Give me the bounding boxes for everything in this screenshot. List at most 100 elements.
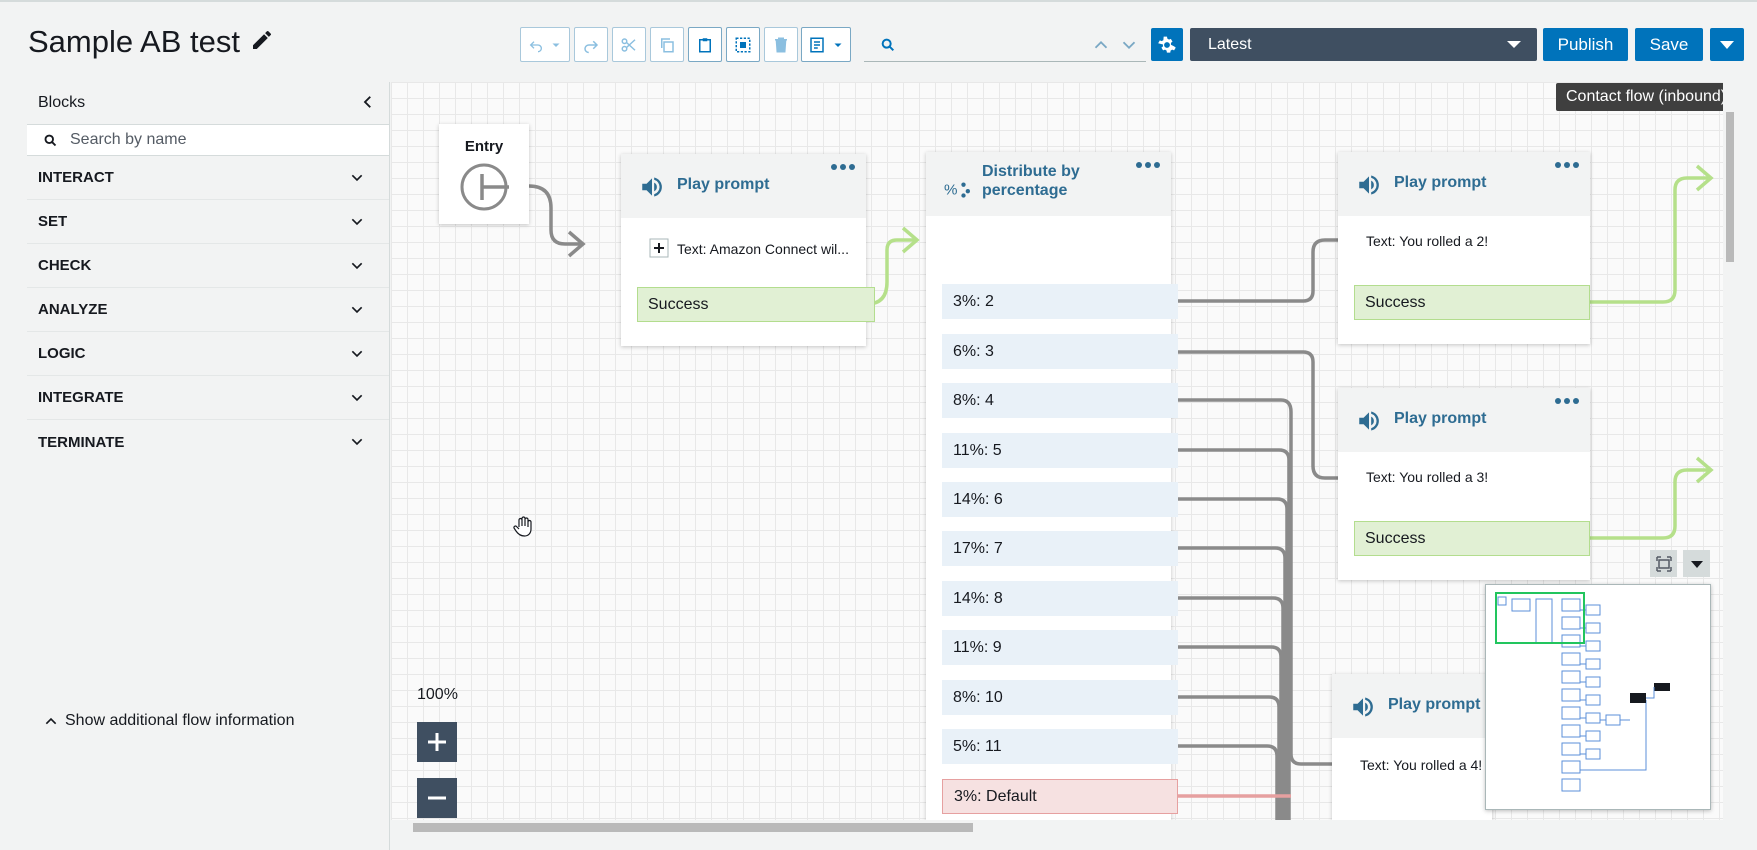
block-header: % Distribute by percentage [926, 152, 1171, 216]
zoom-out-button[interactable] [417, 778, 457, 818]
entry-block[interactable]: Entry [439, 124, 529, 224]
percentage-branch[interactable]: 11%: 5 [942, 433, 1178, 468]
save-button[interactable]: Save [1635, 28, 1703, 61]
horizontal-scrollbar[interactable] [391, 820, 1723, 834]
copy-button[interactable] [650, 27, 684, 62]
percentage-branch[interactable]: 8%: 10 [942, 680, 1178, 715]
sidebar-header: Blocks [27, 82, 389, 124]
publish-button[interactable]: Publish [1543, 28, 1628, 61]
caret-down-icon [1690, 560, 1703, 568]
scroll-thumb[interactable] [1726, 112, 1734, 262]
arrow-head [1695, 456, 1714, 484]
more-options-icon[interactable] [830, 160, 856, 174]
category-analyze[interactable]: ANALYZE [27, 288, 389, 332]
minimap[interactable] [1485, 584, 1711, 810]
percentage-branch[interactable]: 6%: 3 [942, 334, 1178, 369]
success-branch[interactable]: Success [1354, 521, 1590, 556]
delete-button[interactable] [764, 27, 798, 62]
category-logic[interactable]: LOGIC [27, 332, 389, 376]
cut-button[interactable] [612, 27, 646, 62]
default-branch[interactable]: 3%: Default [942, 779, 1178, 814]
chevron-down-icon[interactable] [832, 36, 844, 54]
block-title: Play prompt [1394, 410, 1487, 427]
chevron-up-icon[interactable] [1090, 34, 1112, 56]
vertical-scrollbar[interactable] [1723, 82, 1737, 820]
success-branch[interactable]: Success [1354, 285, 1590, 320]
percentage-branch[interactable]: 14%: 6 [942, 482, 1178, 517]
search-icon [44, 134, 57, 146]
play-prompt-block-1[interactable]: Play prompt Text: Amazon Connect wil... … [621, 154, 875, 346]
category-interact[interactable]: INTERACT [27, 156, 389, 200]
chevron-down-icon[interactable] [1118, 34, 1140, 56]
arrow-head [901, 226, 920, 254]
chevron-up-icon [45, 717, 57, 725]
category-label: INTEGRATE [38, 389, 124, 406]
play-prompt-block-3[interactable]: Play prompt Text: You rolled a 3! Succes… [1338, 388, 1590, 580]
minimap-preview [1495, 592, 1670, 792]
zoom-in-button[interactable] [417, 722, 457, 762]
wire-row-10 [1173, 695, 1281, 820]
flow-title: Sample AB test [28, 24, 274, 60]
arrow-head [567, 230, 586, 258]
category-check[interactable]: CHECK [27, 244, 389, 288]
speaker-icon [642, 177, 662, 197]
category-terminate[interactable]: TERMINATE [27, 420, 389, 464]
category-set[interactable]: SET [27, 200, 389, 244]
fit-to-screen-button[interactable] [1650, 550, 1677, 577]
distribute-by-percentage-block[interactable]: % Distribute by percentage 3%: 2 6%: 3 8… [926, 152, 1178, 820]
more-options-icon[interactable] [1554, 158, 1580, 172]
pencil-icon[interactable] [250, 24, 274, 60]
speaker-icon [1359, 411, 1379, 431]
category-label: INTERACT [38, 169, 114, 186]
percentage-branch[interactable]: 5%: 11 [942, 729, 1178, 764]
flow-canvas[interactable]: Entry Play prompt Text: Amazon Connect w… [391, 82, 1723, 820]
show-flow-info-link[interactable]: Show additional flow information [43, 712, 294, 730]
percentage-branch[interactable]: 8%: 4 [942, 383, 1178, 418]
settings-button[interactable] [1151, 28, 1183, 61]
notes-button[interactable] [801, 27, 851, 62]
wire-prompt2-success [1589, 176, 1709, 304]
category-integrate[interactable]: INTEGRATE [27, 376, 389, 420]
arrow-head [1695, 164, 1714, 192]
prompt-text: Text: Amazon Connect wil... [677, 241, 849, 257]
entry-title: Entry [464, 138, 504, 155]
redo-button[interactable] [574, 27, 608, 62]
block-search [27, 124, 389, 156]
chevron-down-icon [351, 350, 363, 358]
percentage-branch[interactable]: 17%: 7 [942, 531, 1178, 566]
prompt-text: Text: You rolled a 3! [1366, 469, 1489, 485]
select-all-icon [735, 37, 751, 52]
play-prompt-block-2[interactable]: Play prompt Text: You rolled a 2! Succes… [1338, 152, 1590, 344]
wire-row-2 [1173, 238, 1351, 303]
undo-button[interactable] [520, 27, 570, 62]
success-branch[interactable]: Success [637, 287, 875, 322]
percentage-branch[interactable]: 11%: 9 [942, 630, 1178, 665]
paste-button[interactable] [688, 27, 722, 62]
more-options-icon[interactable] [1554, 394, 1580, 408]
save-options-button[interactable] [1710, 28, 1744, 61]
search-input[interactable] [904, 36, 1090, 53]
block-header: Play prompt [1338, 152, 1590, 216]
speaker-icon [1353, 697, 1373, 717]
minimap-viewport[interactable] [1495, 592, 1585, 644]
version-select[interactable]: Latest [1190, 28, 1537, 61]
select-all-button[interactable] [726, 27, 760, 62]
block-title: Play prompt [1394, 174, 1487, 191]
percentage-branch[interactable]: 3%: 2 [942, 284, 1178, 319]
minimap-toggle-button[interactable] [1683, 550, 1710, 577]
category-label: ANALYZE [38, 301, 108, 318]
block-title: Play prompt [677, 176, 770, 193]
scroll-thumb[interactable] [413, 823, 973, 832]
chevron-left-icon[interactable] [359, 93, 377, 111]
expand-plus-icon[interactable] [649, 238, 669, 258]
wire-prompt1-success [866, 238, 916, 306]
title-line-2: percentage [982, 182, 1068, 199]
blocks-sidebar: Blocks INTERACT SET CHECK ANALYZE LOGIC … [27, 82, 390, 850]
more-options-icon[interactable] [1135, 158, 1161, 172]
block-search-input[interactable] [70, 131, 389, 149]
play-prompt-block-4[interactable]: Play prompt Text: You rolled a 4! [1332, 674, 1492, 820]
category-label: LOGIC [38, 345, 86, 362]
search-icon [881, 38, 895, 51]
percentage-branch[interactable]: 14%: 8 [942, 581, 1178, 616]
chevron-down-icon[interactable] [550, 36, 562, 54]
